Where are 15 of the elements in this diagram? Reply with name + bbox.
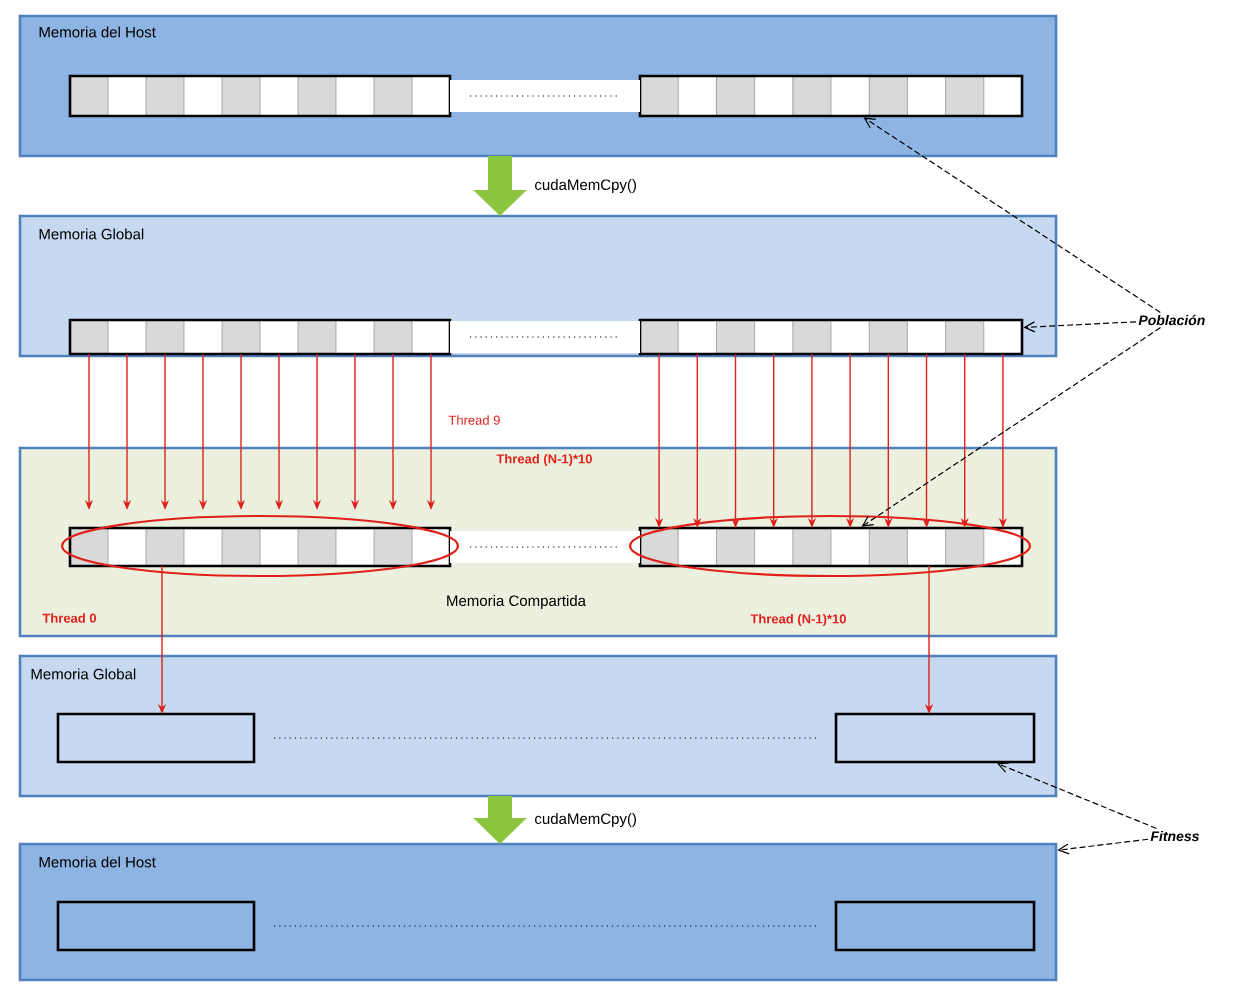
array-bar (68, 74, 452, 118)
leader-line (1057, 838, 1149, 855)
leader-line (996, 762, 1158, 830)
array-bar (638, 74, 1024, 118)
array-bar (834, 900, 1036, 952)
array-bar (56, 900, 256, 952)
array-bar (638, 318, 1024, 356)
array-bar (834, 712, 1036, 764)
array-bar (638, 526, 1024, 568)
leader-line (1023, 321, 1137, 333)
array-bar (68, 318, 452, 356)
array-bar (68, 526, 452, 568)
array-bar (56, 712, 256, 764)
leader-line (861, 327, 1162, 527)
leader-line (863, 117, 1161, 313)
